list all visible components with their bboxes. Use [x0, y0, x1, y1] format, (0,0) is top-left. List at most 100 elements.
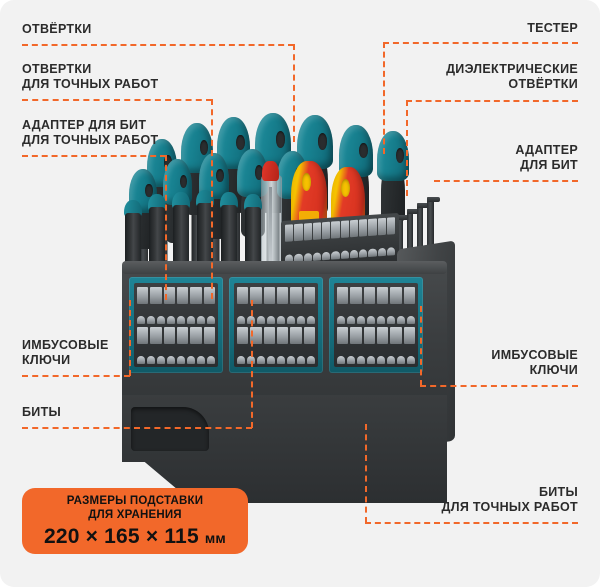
tray-insert	[134, 283, 218, 367]
bit	[386, 217, 395, 235]
callout-label-precision-bits: БИТЫ ДЛЯ ТОЧНЫХ РАБОТ	[441, 485, 578, 514]
bit	[276, 287, 289, 304]
bit	[157, 316, 165, 324]
product-image	[95, 95, 485, 515]
bit-row	[137, 325, 215, 344]
bit	[337, 287, 349, 304]
connector-line-right-3	[434, 180, 578, 182]
bit	[137, 287, 149, 304]
bit-row	[337, 305, 415, 324]
bit	[163, 287, 175, 304]
bit-row	[285, 217, 395, 242]
bit	[250, 327, 262, 344]
callout-label-dielectric-screwdrivers: ДИЭЛЕКТРИЧЕСКИЕ ОТВЁРТКИ	[446, 62, 578, 91]
badge-title: РАЗМЕРЫ ПОДСТАВКИ ДЛЯ ХРАНЕНИЯ	[66, 494, 204, 521]
bit	[307, 356, 315, 364]
connector-line-right-4	[420, 385, 578, 387]
bit	[331, 221, 340, 239]
bit	[377, 247, 386, 257]
hang-hole	[301, 173, 312, 192]
bit	[387, 356, 395, 364]
bit	[277, 316, 285, 324]
callout-label-hex-keys-left: ИМБУСОВЫЕ КЛЮЧИ	[22, 338, 109, 367]
bit	[363, 287, 375, 304]
precision-cap	[244, 194, 262, 211]
bit	[197, 356, 205, 364]
connector-line-left-4-v	[129, 300, 131, 376]
tray-insert	[334, 283, 418, 367]
bit	[368, 218, 377, 237]
bit	[176, 327, 189, 344]
bit	[357, 316, 365, 324]
bit	[297, 316, 305, 324]
bit-row	[337, 285, 415, 304]
tray-insert	[234, 283, 318, 367]
bit	[376, 327, 389, 344]
bit	[377, 356, 385, 364]
bit	[407, 316, 415, 324]
bit	[203, 327, 215, 344]
bit-row	[237, 325, 315, 344]
bit-row	[337, 345, 415, 364]
bit	[387, 316, 395, 324]
bit	[390, 287, 402, 304]
bit	[150, 327, 162, 344]
bit	[377, 316, 385, 324]
bit-row	[137, 345, 215, 364]
bit	[197, 316, 205, 324]
bit	[340, 220, 349, 238]
bit-tray-right	[329, 277, 423, 373]
callout-label-tester: ТЕСТЕР	[527, 21, 578, 35]
bit-row	[285, 239, 395, 263]
badge-dimension-value: 220 × 165 × 115	[44, 524, 199, 548]
bit	[297, 356, 305, 364]
bit	[347, 316, 355, 324]
connector-line-left-4	[22, 375, 130, 377]
screwdriver-grip	[339, 125, 373, 177]
bit	[287, 356, 295, 364]
dimensions-badge: РАЗМЕРЫ ПОДСТАВКИ ДЛЯ ХРАНЕНИЯ 220 × 165…	[22, 488, 248, 554]
bit	[347, 356, 355, 364]
bit	[167, 316, 175, 324]
connector-line-left-5	[22, 427, 252, 429]
hang-hole	[341, 179, 351, 197]
bit	[237, 287, 249, 304]
connector-line-left-2-v	[211, 99, 213, 299]
bit	[359, 219, 368, 237]
precision-cap	[196, 190, 214, 207]
connector-line-left-3-v	[165, 155, 167, 300]
bit	[403, 287, 415, 304]
bit	[294, 223, 303, 242]
bit	[349, 219, 358, 238]
screwdriver-grip	[377, 131, 409, 181]
bit	[263, 287, 275, 304]
bit-tray-left	[129, 277, 223, 373]
bit	[237, 356, 245, 364]
badge-dimension-unit: мм	[204, 529, 226, 546]
stand-top-lip	[122, 261, 447, 274]
bit	[303, 327, 315, 344]
bit	[331, 251, 340, 260]
bit	[250, 287, 262, 304]
bit	[147, 356, 155, 364]
bit	[377, 217, 386, 236]
bit	[303, 222, 312, 241]
bit	[263, 327, 275, 344]
bit	[290, 327, 302, 344]
bit	[257, 316, 265, 324]
connector-line-right-5-v	[365, 424, 367, 523]
bit	[267, 316, 275, 324]
callout-label-hex-keys-right: ИМБУСОВЫЕ КЛЮЧИ	[491, 348, 578, 377]
callout-label-precision-bit-adapter: АДАПТЕР ДЛЯ БИТ ДЛЯ ТОЧНЫХ РАБОТ	[22, 118, 159, 147]
bit	[207, 356, 215, 364]
bit	[277, 356, 285, 364]
bit	[190, 327, 202, 344]
bit	[337, 316, 345, 324]
connector-line-left-3	[22, 155, 166, 157]
bit	[176, 287, 189, 304]
bit	[137, 356, 145, 364]
bit	[368, 248, 377, 258]
connector-line-left-2	[22, 99, 212, 101]
bit	[403, 327, 415, 344]
tester-red-cap	[262, 161, 279, 181]
